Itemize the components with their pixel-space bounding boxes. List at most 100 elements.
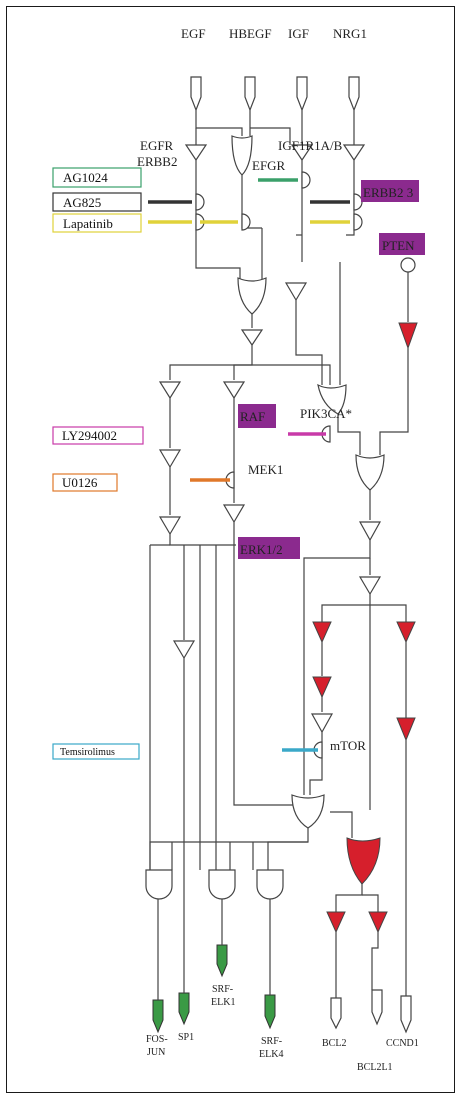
gate-bottom-or	[291, 794, 325, 829]
inhibit-port-erbb23-2	[353, 213, 363, 231]
gate-akt-or	[355, 454, 385, 491]
input-label-igf: IGF	[288, 26, 309, 41]
label-mtor: mTOR	[330, 738, 366, 753]
drug-box-temsirolimus	[52, 743, 140, 760]
drug-box-ag825	[52, 192, 142, 212]
input-node-nrg1	[348, 76, 360, 112]
label-egfr-erbb2: EGFR ERBB2	[137, 138, 177, 169]
drug-label-u0126: U0126	[62, 475, 98, 490]
red-gate-ccnd1-2	[396, 717, 416, 742]
red-or-gate-bcl	[346, 837, 381, 885]
gate-igf1r	[290, 144, 314, 162]
output-label-bcl2: BCL2	[322, 1038, 346, 1049]
input-nrg1: NRG1	[333, 26, 367, 112]
output-srf-elk1	[216, 944, 228, 978]
output-label-fos: FOS- JUN	[146, 1034, 170, 1058]
inhibitor-bars	[148, 178, 350, 752]
input-igf: IGF	[288, 26, 309, 112]
output-sp1	[178, 992, 190, 1026]
inhibit-port-erbb23	[353, 193, 363, 211]
output-label-fos-l2: JUN	[147, 1047, 165, 1058]
label-pik3ca: PIK3CA*	[300, 406, 352, 421]
gate-mtor	[310, 713, 334, 734]
output-label-srf-elk1-l1: SRF-	[212, 984, 233, 995]
output-srf-elk4	[264, 994, 276, 1030]
label-egfr: EFGR	[252, 158, 286, 173]
output-label-srf-elk4: SRF- ELK4	[259, 1036, 285, 1060]
and-gate-fos-jun	[145, 869, 173, 900]
drug-box-lapatinib	[52, 213, 142, 233]
output-label-sp1: SP1	[178, 1032, 194, 1043]
drug-box-u0126	[52, 473, 118, 492]
gate-akt-2	[358, 576, 382, 596]
label-erbb2-line2: ERBB2	[137, 154, 177, 169]
label-pten: PTEN	[382, 238, 415, 253]
output-label-srf-elk1-l2: ELK1	[211, 997, 235, 1008]
red-gate-ccnd1	[396, 621, 416, 644]
output-ccnd1	[400, 995, 412, 1034]
drug-label-ag1024: AG1024	[63, 170, 108, 185]
input-node-egf	[190, 76, 202, 112]
highlight-raf	[238, 404, 276, 428]
red-gate-bcl2	[326, 911, 346, 934]
gate-left-3	[158, 516, 182, 536]
output-label-ccnd1: CCND1	[386, 1038, 419, 1049]
drug-boxes: AG1024 AG825 Lapatinib LY294002 U0126 Te…	[52, 167, 144, 760]
red-gate-pten	[398, 322, 418, 350]
input-label-egf: EGF	[181, 26, 206, 41]
label-mek1: MEK1	[248, 462, 283, 477]
drug-label-ag825: AG825	[63, 195, 101, 210]
node-labels: EGFR ERBB2 EFGR IGF1R1A/B ERBB2 3 PTEN R…	[137, 138, 425, 753]
drug-box-ly294002	[52, 426, 144, 445]
inhibit-port-egfr	[241, 213, 251, 231]
output-fos-jun	[152, 999, 164, 1034]
drug-label-ly294002: LY294002	[62, 428, 117, 443]
gate-igf1r-down	[284, 282, 308, 302]
outputs: FOS- JUN SP1 SRF- ELK1 SRF- ELK4 BCL2 BC…	[146, 910, 419, 1073]
input-label-nrg1: NRG1	[333, 26, 367, 41]
highlight-erbb23	[361, 180, 419, 202]
output-label-srf-elk4-l2: ELK4	[259, 1049, 283, 1060]
gate-ras	[240, 329, 264, 347]
input-label-hbegf: HBEGF	[229, 26, 272, 41]
and-gate-srf-elk4	[256, 869, 284, 900]
and-gate-srf-elk1	[208, 869, 236, 900]
gate-sp1	[172, 640, 196, 660]
gate-egfr-erbb2	[184, 144, 208, 162]
label-egfr-line1: EGFR	[140, 138, 174, 153]
gate-pik3ca-or	[317, 383, 347, 415]
input-hbegf: HBEGF	[229, 26, 272, 112]
drug-box-ag1024	[52, 167, 142, 188]
highlight-erk12	[238, 537, 300, 559]
output-label-srf-elk1: SRF- ELK1	[211, 984, 236, 1008]
red-gate-bcl2l1	[368, 911, 388, 934]
gate-raf	[222, 381, 246, 400]
output-label-srf-elk4-l1: SRF-	[261, 1036, 282, 1047]
gate-receptor-or	[237, 277, 267, 315]
gate-egfr-or	[231, 135, 253, 176]
gates	[145, 135, 416, 900]
input-node-igf	[296, 76, 308, 112]
wires	[149, 110, 409, 990]
output-label-bcl2l1: BCL2L1	[357, 1062, 393, 1073]
inhibit-port-egfr-erbb2	[195, 193, 205, 211]
label-raf: RAF	[240, 409, 265, 424]
gate-akt	[358, 521, 382, 542]
input-node-hbegf	[244, 76, 256, 112]
pten-node	[400, 257, 416, 273]
label-igf1r: IGF1R1A/B	[278, 138, 343, 153]
label-erk12: ERK1/2	[240, 542, 283, 557]
diagram-frame	[6, 6, 455, 1093]
red-gate-1	[312, 621, 332, 644]
label-erbb23: ERBB2 3	[363, 185, 413, 200]
gate-erbb23	[342, 144, 366, 162]
output-label-fos-l1: FOS-	[146, 1034, 168, 1045]
gate-left-2	[158, 449, 182, 469]
highlight-pten	[379, 233, 425, 255]
red-gate-2	[312, 676, 332, 699]
red-gates	[312, 322, 418, 934]
drug-label-temsirolimus: Temsirolimus	[60, 747, 115, 758]
inhibit-port-igf1r	[301, 171, 311, 189]
drug-label-lapatinib: Lapatinib	[63, 216, 113, 231]
